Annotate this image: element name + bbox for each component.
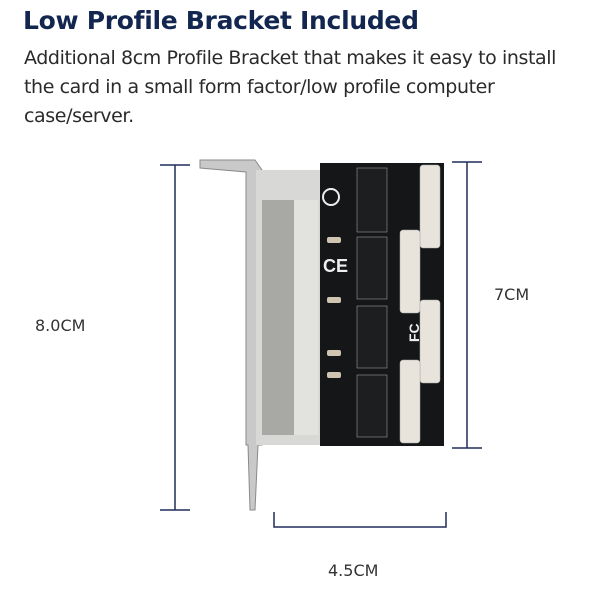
dimension-label-8cm: 8.0CM <box>35 316 86 335</box>
dimension-label-4.5cm: 4.5CM <box>328 561 379 580</box>
description: Additional 8cm Profile Bracket that make… <box>24 44 594 131</box>
description-line: case/server. <box>24 105 134 127</box>
dimension-line-7cm <box>452 161 482 449</box>
dimension-line-8cm <box>160 164 190 511</box>
description-line: the card in a small form factor/low prof… <box>24 76 495 98</box>
description-line: Additional 8cm Profile Bracket that make… <box>24 47 557 69</box>
pcb-card: CE FC <box>320 163 444 446</box>
dimension-lines <box>160 161 482 528</box>
dimension-label-7cm: 7CM <box>494 285 530 304</box>
dimension-line-4.5cm <box>273 512 447 528</box>
page-title: Low Profile Bracket Included <box>23 6 419 35</box>
low-profile-bracket <box>199 159 322 511</box>
svg-text:CE: CE <box>323 256 348 276</box>
svg-text:FC: FC <box>406 323 422 342</box>
